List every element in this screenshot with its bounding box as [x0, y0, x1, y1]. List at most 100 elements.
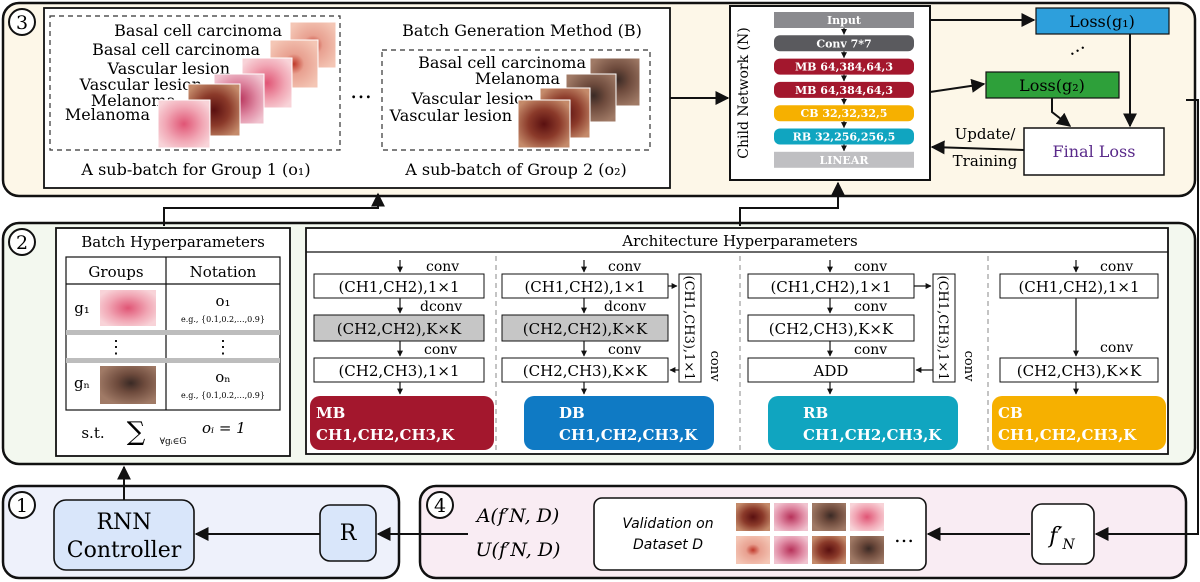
block-params: CH1,CH2,CH3,K [559, 426, 698, 444]
db-column: conv (CH1,CH2),1×1 dconv (CH2,CH2),K×K c… [501, 259, 722, 395]
col-groups-header: Groups [88, 263, 143, 281]
loss-g1-label: Loss(g₁) [1069, 12, 1135, 31]
loss-g2-label: Loss(g₂) [1019, 76, 1085, 95]
row1-group: g₁ [74, 299, 90, 317]
lesion-image [736, 503, 770, 531]
op-label: conv [854, 259, 887, 275]
loss-g1-box [1035, 7, 1170, 35]
layer-block [774, 128, 914, 145]
layer-box: (CH2,CH3),K×K [523, 362, 648, 380]
group1-label: Vascular lesion [107, 59, 230, 78]
group1-dashed-box [49, 15, 341, 151]
constraint-subscript: ∀gᵢ∈G [160, 437, 187, 447]
op-label: conv [426, 259, 459, 275]
section-4-number: 4 [434, 495, 446, 517]
net-to-loss2-arrow [929, 78, 986, 93]
layer-box: (CH1,CH2),1×1 [1018, 278, 1139, 296]
rowN-notation: oₙ [215, 368, 231, 386]
final-loss-label: Final Loss [1053, 142, 1136, 161]
layer-label: CB 32,32,32,5 [801, 107, 888, 120]
rowN-group: gₙ [74, 374, 90, 392]
validation-line1: Validation on [622, 516, 713, 532]
layer-box: (CH2,CH3),K×K [769, 320, 894, 338]
layer-box: (CH1,CH2),1×1 [770, 278, 891, 296]
side-conv-box: (CH1,CH3),1×1 [935, 276, 950, 381]
row-vdots: ⋮ [214, 337, 232, 358]
child-network-label: Child Network (N) [736, 27, 752, 158]
accuracy-label: A(f′N, D) [475, 505, 560, 527]
block-name: CB [998, 404, 1023, 422]
layer-block [774, 81, 914, 98]
reward-label: R [340, 521, 358, 546]
block-name: DB [559, 404, 585, 422]
lesion-image [812, 503, 846, 531]
layer-box: (CH1,CH2),1×1 [524, 278, 645, 296]
fprime-box [1031, 503, 1095, 565]
side-conv-box: (CH1,CH3),1×1 [681, 276, 696, 381]
rnn-line2: Controller [67, 538, 182, 563]
row-vdots: ⋮ [107, 337, 125, 358]
block-params: CH1,CH2,CH3,K [316, 426, 455, 444]
group2-label: Vascular lesion [389, 106, 512, 125]
lesion-image [850, 536, 884, 564]
layer-box: (CH2,CH3),1×1 [338, 362, 459, 380]
group1-label: Basal cell carcinoma [114, 21, 282, 40]
lesion-image [774, 536, 808, 564]
layer-block [774, 58, 914, 75]
op-label: conv [1100, 259, 1133, 275]
batch-hp-title: Batch Hyperparameters [81, 233, 265, 251]
section-2-circle [8, 228, 36, 256]
group1-label: Melanoma [65, 105, 151, 124]
batch-method-label: Batch Generation Method (B) [402, 21, 642, 40]
section-3-circle [8, 8, 36, 36]
mb-column: conv (CH1,CH2),1×1 dconv (CH2,CH2),K×K c… [313, 259, 485, 395]
uncertainty-label: U(f′N, D) [476, 539, 561, 561]
rowN-lesion-image [100, 366, 156, 404]
lesion-image [774, 503, 808, 531]
layer-label: MB 64,384,64,3 [795, 84, 893, 97]
group2-image-stack [517, 57, 641, 149]
constraint-prefix: s.t. [81, 424, 104, 442]
block-params: CH1,CH2,CH3,K [998, 426, 1137, 444]
layer-block [774, 151, 914, 168]
validation-line2: Dataset D [633, 537, 703, 553]
block-badge [310, 396, 494, 450]
layer-block [774, 105, 914, 122]
layer-box: (CH1,CH2),1×1 [338, 278, 459, 296]
op-label: dconv [604, 299, 646, 315]
group1-label: Vascular lesion [79, 75, 202, 94]
section-4-circle [426, 491, 454, 519]
fprime-label: f′N [1047, 524, 1075, 553]
constraint-body: oᵢ = 1 [202, 419, 246, 437]
loss2-to-final-arrow [1051, 98, 1072, 127]
final-to-network-arrow [930, 140, 1025, 155]
final-loss-box [1023, 127, 1165, 176]
fprime-subscript: N [1061, 537, 1075, 553]
group-ellipsis: … [350, 79, 372, 104]
op-label: conv [854, 342, 887, 358]
rowN-eg: e.g., {0.1,0.2,…,0.9} [181, 391, 265, 400]
group2-dashed-box [381, 49, 651, 151]
block-badges: MBCH1,CH2,CH3,KDBCH1,CH2,CH3,KRBCH1,CH2,… [310, 396, 1166, 450]
rnn-line1: RNN [96, 510, 151, 535]
row1-eg: e.g., {0.1,0.2,…,0.9} [181, 315, 265, 324]
batch-hp-to-panel3-arrow [163, 192, 385, 226]
layer-box: (CH2,CH2),K×K [523, 320, 648, 338]
block-badge [768, 396, 958, 450]
group2-label: Melanoma [475, 69, 561, 88]
block-name: MB [316, 404, 345, 422]
block-badge [992, 396, 1166, 450]
op-label: conv [608, 342, 641, 358]
layer-box: ADD [813, 362, 849, 380]
group1-label: Basal cell carcinoma [92, 40, 260, 59]
section-1-circle [8, 491, 36, 519]
group2-label: Vascular lesion [411, 89, 534, 108]
op-label: dconv [420, 299, 462, 315]
group1-image-stack [157, 21, 337, 149]
section-1-number: 1 [16, 495, 28, 517]
arch-hp-to-panel3-arrow [739, 181, 845, 226]
rb-column: conv (CH1,CH2),1×1 conv (CH2,CH3),K×K co… [747, 259, 976, 395]
layer-box: (CH2,CH3),K×K [1017, 362, 1142, 380]
